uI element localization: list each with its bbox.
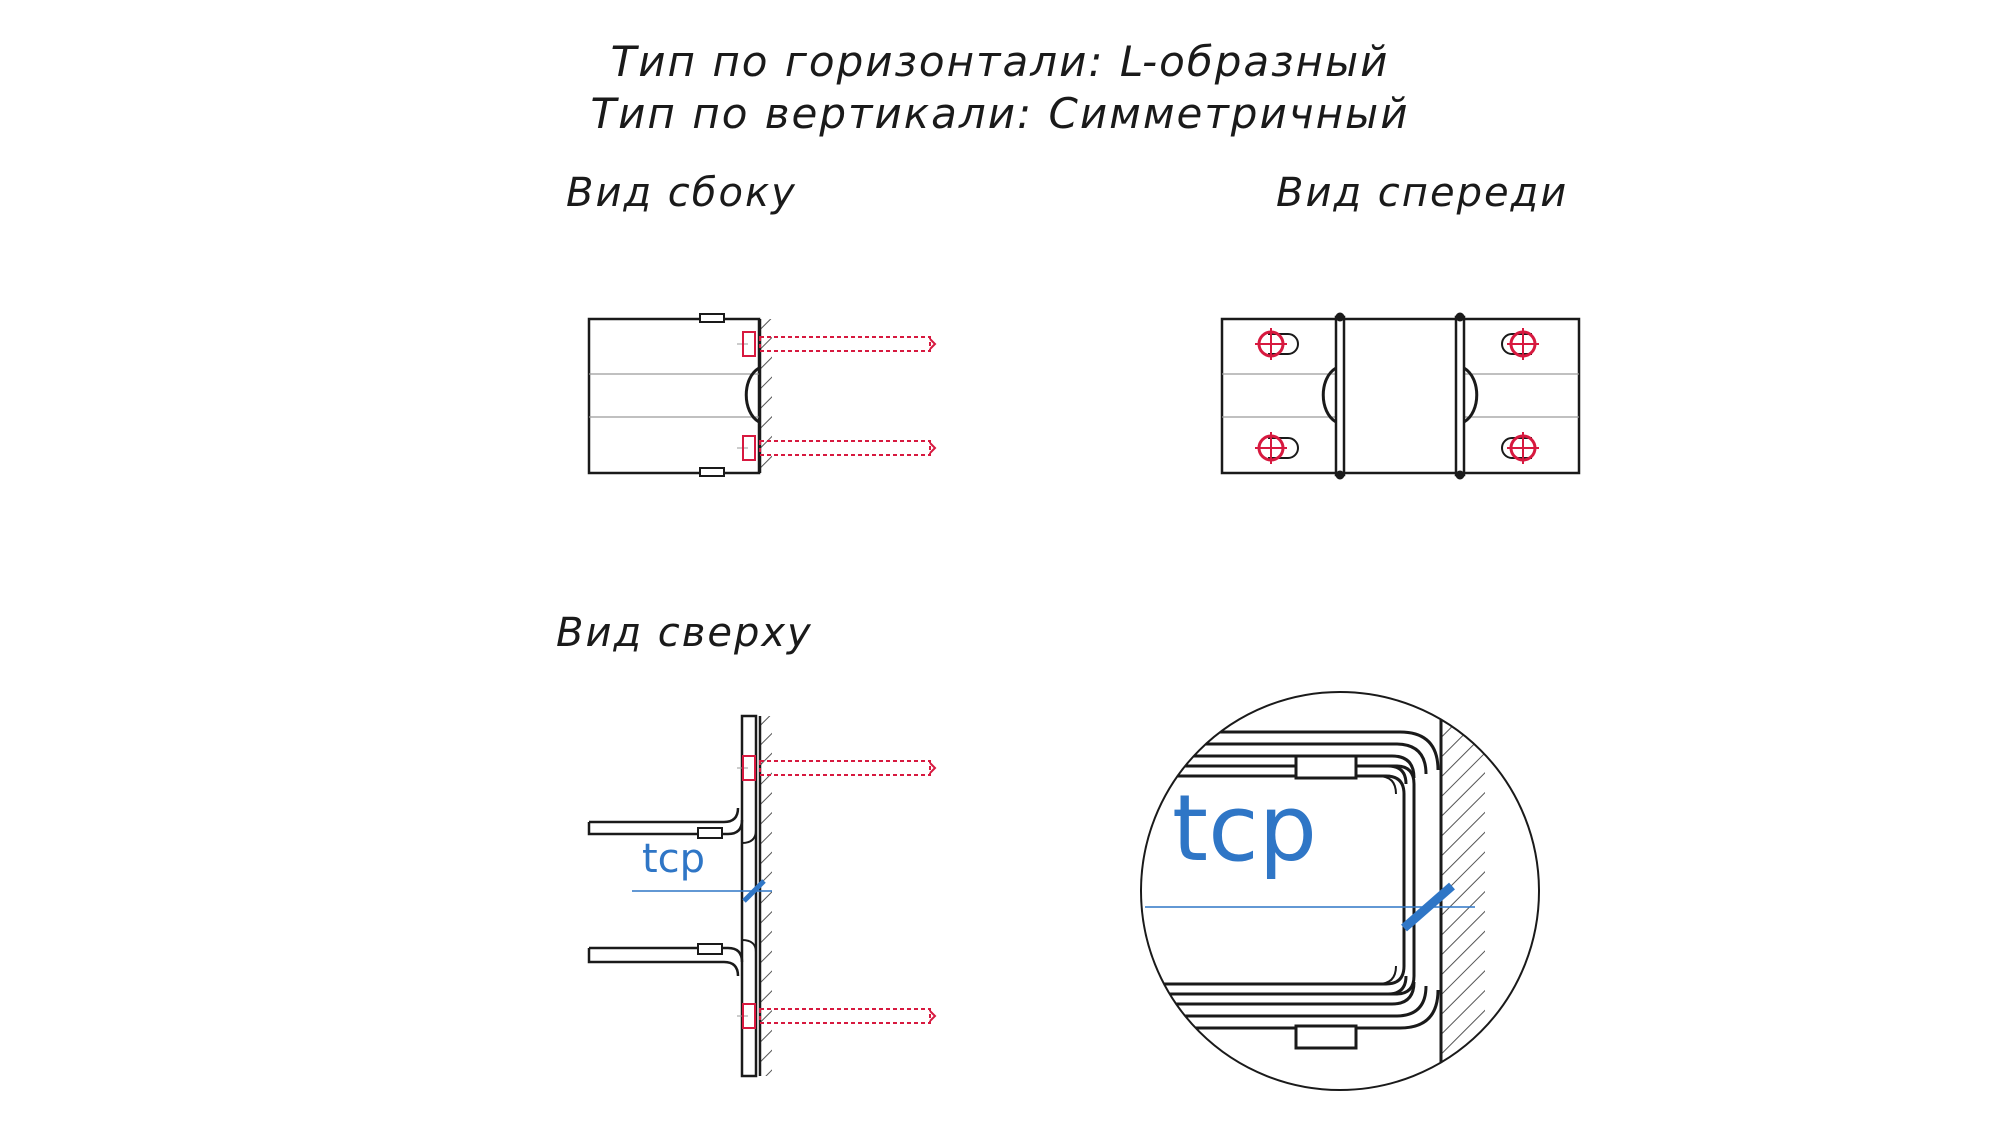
top-view: tср <box>587 714 937 1078</box>
detail-circle-outline <box>1140 691 1540 1091</box>
front-view-body <box>1220 312 1581 480</box>
front-view-slots <box>1268 333 1532 459</box>
front-view-title: Вид спереди <box>1276 170 1569 216</box>
anchor-head-bottom-left <box>1255 432 1287 464</box>
front-view-anchor-heads <box>1255 328 1539 464</box>
horizontal-type-label: Тип по горизонтали: L-образный <box>610 37 1390 86</box>
top-view-anchor-top <box>737 755 937 781</box>
anchor-head-top-right <box>1507 328 1539 360</box>
detail-view: tср <box>1140 691 1540 1091</box>
side-view-anchor-bottom <box>737 435 937 461</box>
side-view-wall <box>758 319 772 473</box>
side-view-title: Вид сбоку <box>566 170 797 216</box>
detail-dimension-label: tср <box>1172 775 1317 882</box>
anchor-head-top-left <box>1255 328 1287 360</box>
side-view-body <box>587 313 761 477</box>
side-view <box>587 313 937 477</box>
front-view <box>1220 312 1581 480</box>
top-view-anchor-bottom <box>737 1003 937 1029</box>
top-view-title: Вид сверху <box>556 610 813 656</box>
vertical-type-label: Тип по вертикали: Симметричный <box>590 89 1410 138</box>
side-view-anchor-top <box>737 331 937 357</box>
anchor-head-bottom-right <box>1507 432 1539 464</box>
top-view-bracket <box>587 714 758 1078</box>
top-view-dimension: tср <box>632 836 772 903</box>
drawing-header: Тип по горизонтали: L-образный Тип по ве… <box>0 36 2000 140</box>
top-view-dimension-label: tср <box>642 836 705 882</box>
